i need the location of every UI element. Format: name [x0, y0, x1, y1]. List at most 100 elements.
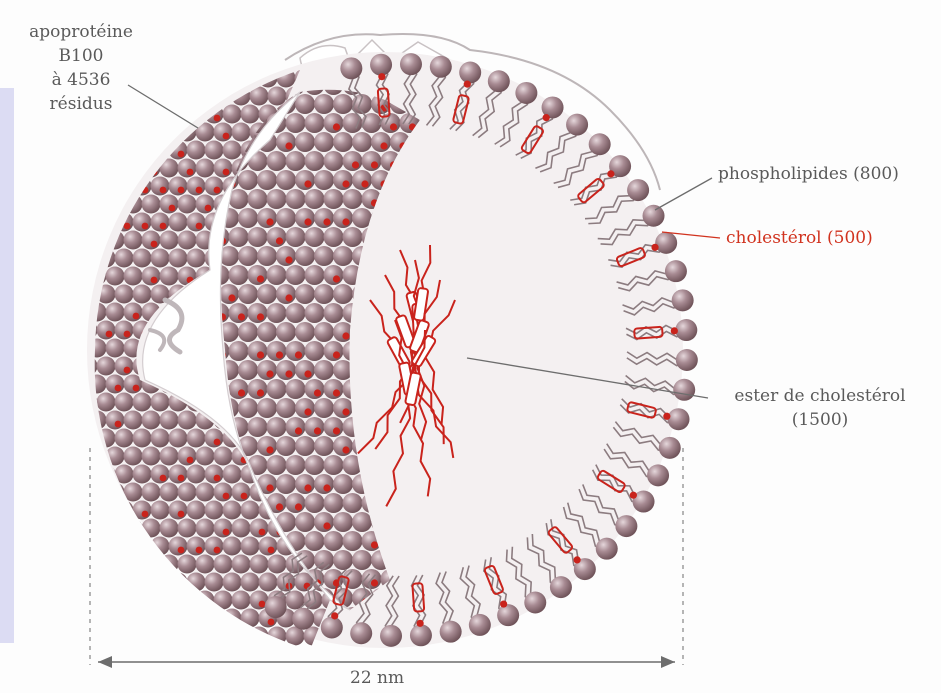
- phospholipid-head: [459, 61, 481, 83]
- phospholipid-head: [305, 455, 325, 475]
- phospholipid-head: [295, 170, 315, 190]
- phospholipid-head: [223, 141, 242, 160]
- phospholipid-head: [370, 54, 392, 76]
- phospholipid-head: [267, 227, 287, 247]
- cholesterol-dot: [266, 484, 273, 491]
- phospholipid-head: [187, 429, 206, 448]
- phospholipid-head: [187, 177, 206, 196]
- phospholipid-head: [229, 227, 249, 247]
- phospholipid-head: [79, 573, 98, 592]
- phospholipid-head: [333, 246, 353, 266]
- phospholipid-head: [196, 447, 215, 466]
- phospholipid-head: [210, 607, 230, 627]
- phospholipid-head: [178, 195, 197, 214]
- phospholipid-head: [106, 375, 125, 394]
- cholesterol-dot: [160, 223, 167, 230]
- phospholipid-head: [97, 609, 116, 628]
- phospholipid-head: [267, 189, 287, 209]
- phospholipid-head: [196, 51, 215, 70]
- phospholipid-head: [343, 493, 363, 513]
- phospholipid-head: [324, 265, 344, 285]
- phospholipid-head: [160, 231, 179, 250]
- phospholipid-head: [214, 123, 233, 142]
- phospholipid-head: [352, 512, 372, 532]
- phospholipid-head: [124, 303, 143, 322]
- phospholipid-head: [305, 493, 325, 513]
- phospholipid-head: [352, 132, 372, 152]
- cholesterol-dot: [115, 385, 122, 392]
- cholesterol-dot: [285, 142, 292, 149]
- phospholipid-head: [196, 591, 215, 610]
- phospholipid-head: [115, 393, 134, 412]
- phospholipid-head: [151, 213, 170, 232]
- phospholipid-head: [151, 609, 170, 628]
- phospholipid-head: [276, 170, 296, 190]
- phospholipid-head: [196, 195, 215, 214]
- phospholipid-head: [106, 591, 125, 610]
- phospholipid-head: [142, 519, 161, 538]
- phospholipid-head: [566, 114, 588, 136]
- cholesterol-dot: [342, 446, 349, 453]
- phospholipid-head: [178, 411, 197, 430]
- phospholipid-head: [133, 249, 152, 268]
- phospholipid-head: [151, 429, 170, 448]
- phospholipid-head: [115, 573, 134, 592]
- phospholipid-head: [267, 303, 287, 323]
- phospholipid-head: [675, 319, 697, 341]
- phospholipid-head: [214, 627, 233, 646]
- phospholipid-head: [488, 70, 510, 92]
- cholesterol-dot: [169, 601, 176, 608]
- cholesterol-dot: [160, 583, 167, 590]
- phospholipid-head: [596, 538, 618, 560]
- phospholipid-head: [643, 205, 665, 227]
- apoprotein-line-3: à 4536: [6, 68, 156, 92]
- phospholipid-head: [214, 447, 233, 466]
- cholesterol-dot: [323, 484, 330, 491]
- phospholipid-head: [187, 537, 206, 556]
- phospholipid-head: [248, 227, 268, 247]
- phospholipid-head: [515, 82, 537, 104]
- phospholipid-head: [142, 627, 161, 646]
- phospholipid-head: [380, 625, 402, 647]
- cholesterol-dot: [259, 601, 266, 608]
- phospholipid-head: [106, 159, 125, 178]
- phospholipids-label: phospholipides (800): [718, 162, 899, 186]
- phospholipid-head: [286, 113, 306, 133]
- phospholipid-head: [151, 465, 170, 484]
- cholesterol-dot: [214, 187, 221, 194]
- cholesterol-dot: [285, 256, 292, 263]
- cholesterol-dot: [361, 180, 368, 187]
- phospholipid-head: [205, 609, 224, 628]
- cholesterol-dot: [223, 529, 230, 536]
- phospholipid-head: [115, 177, 134, 196]
- cholesterol-dot: [106, 475, 113, 482]
- cholesterol-dot: [295, 351, 302, 358]
- phospholipid-head: [223, 501, 242, 520]
- phospholipid-head: [196, 483, 215, 502]
- phospholipid-head: [259, 573, 278, 592]
- phospholipid-head: [169, 69, 188, 88]
- phospholipid-head: [151, 501, 170, 520]
- phospholipid-head: [410, 624, 432, 646]
- phospholipid-head: [276, 436, 296, 456]
- apoprotein-line-4: résidus: [6, 92, 156, 116]
- cholesterol-label: cholestérol (500): [726, 226, 873, 250]
- phospholipid-head: [160, 447, 179, 466]
- phospholipid-head: [305, 303, 325, 323]
- cholesterol-dot: [371, 161, 378, 168]
- phospholipid-head: [79, 537, 98, 556]
- phospholipid-head: [295, 436, 315, 456]
- phospholipid-head: [276, 474, 296, 494]
- phospholipid-head: [324, 341, 344, 361]
- phospholipid-head: [223, 105, 242, 124]
- phospholipid-head: [257, 436, 277, 456]
- phospholipid-head: [238, 398, 258, 418]
- phospholipid-head: [160, 51, 179, 70]
- phospholipid-head: [178, 87, 197, 106]
- phospholipid-head: [79, 177, 98, 196]
- phospholipid-head: [178, 519, 197, 538]
- cholesterol-dot: [133, 601, 140, 608]
- cholesterol-dot: [214, 619, 221, 626]
- cholesterol-dot: [133, 313, 140, 320]
- phospholipid-head: [314, 132, 334, 152]
